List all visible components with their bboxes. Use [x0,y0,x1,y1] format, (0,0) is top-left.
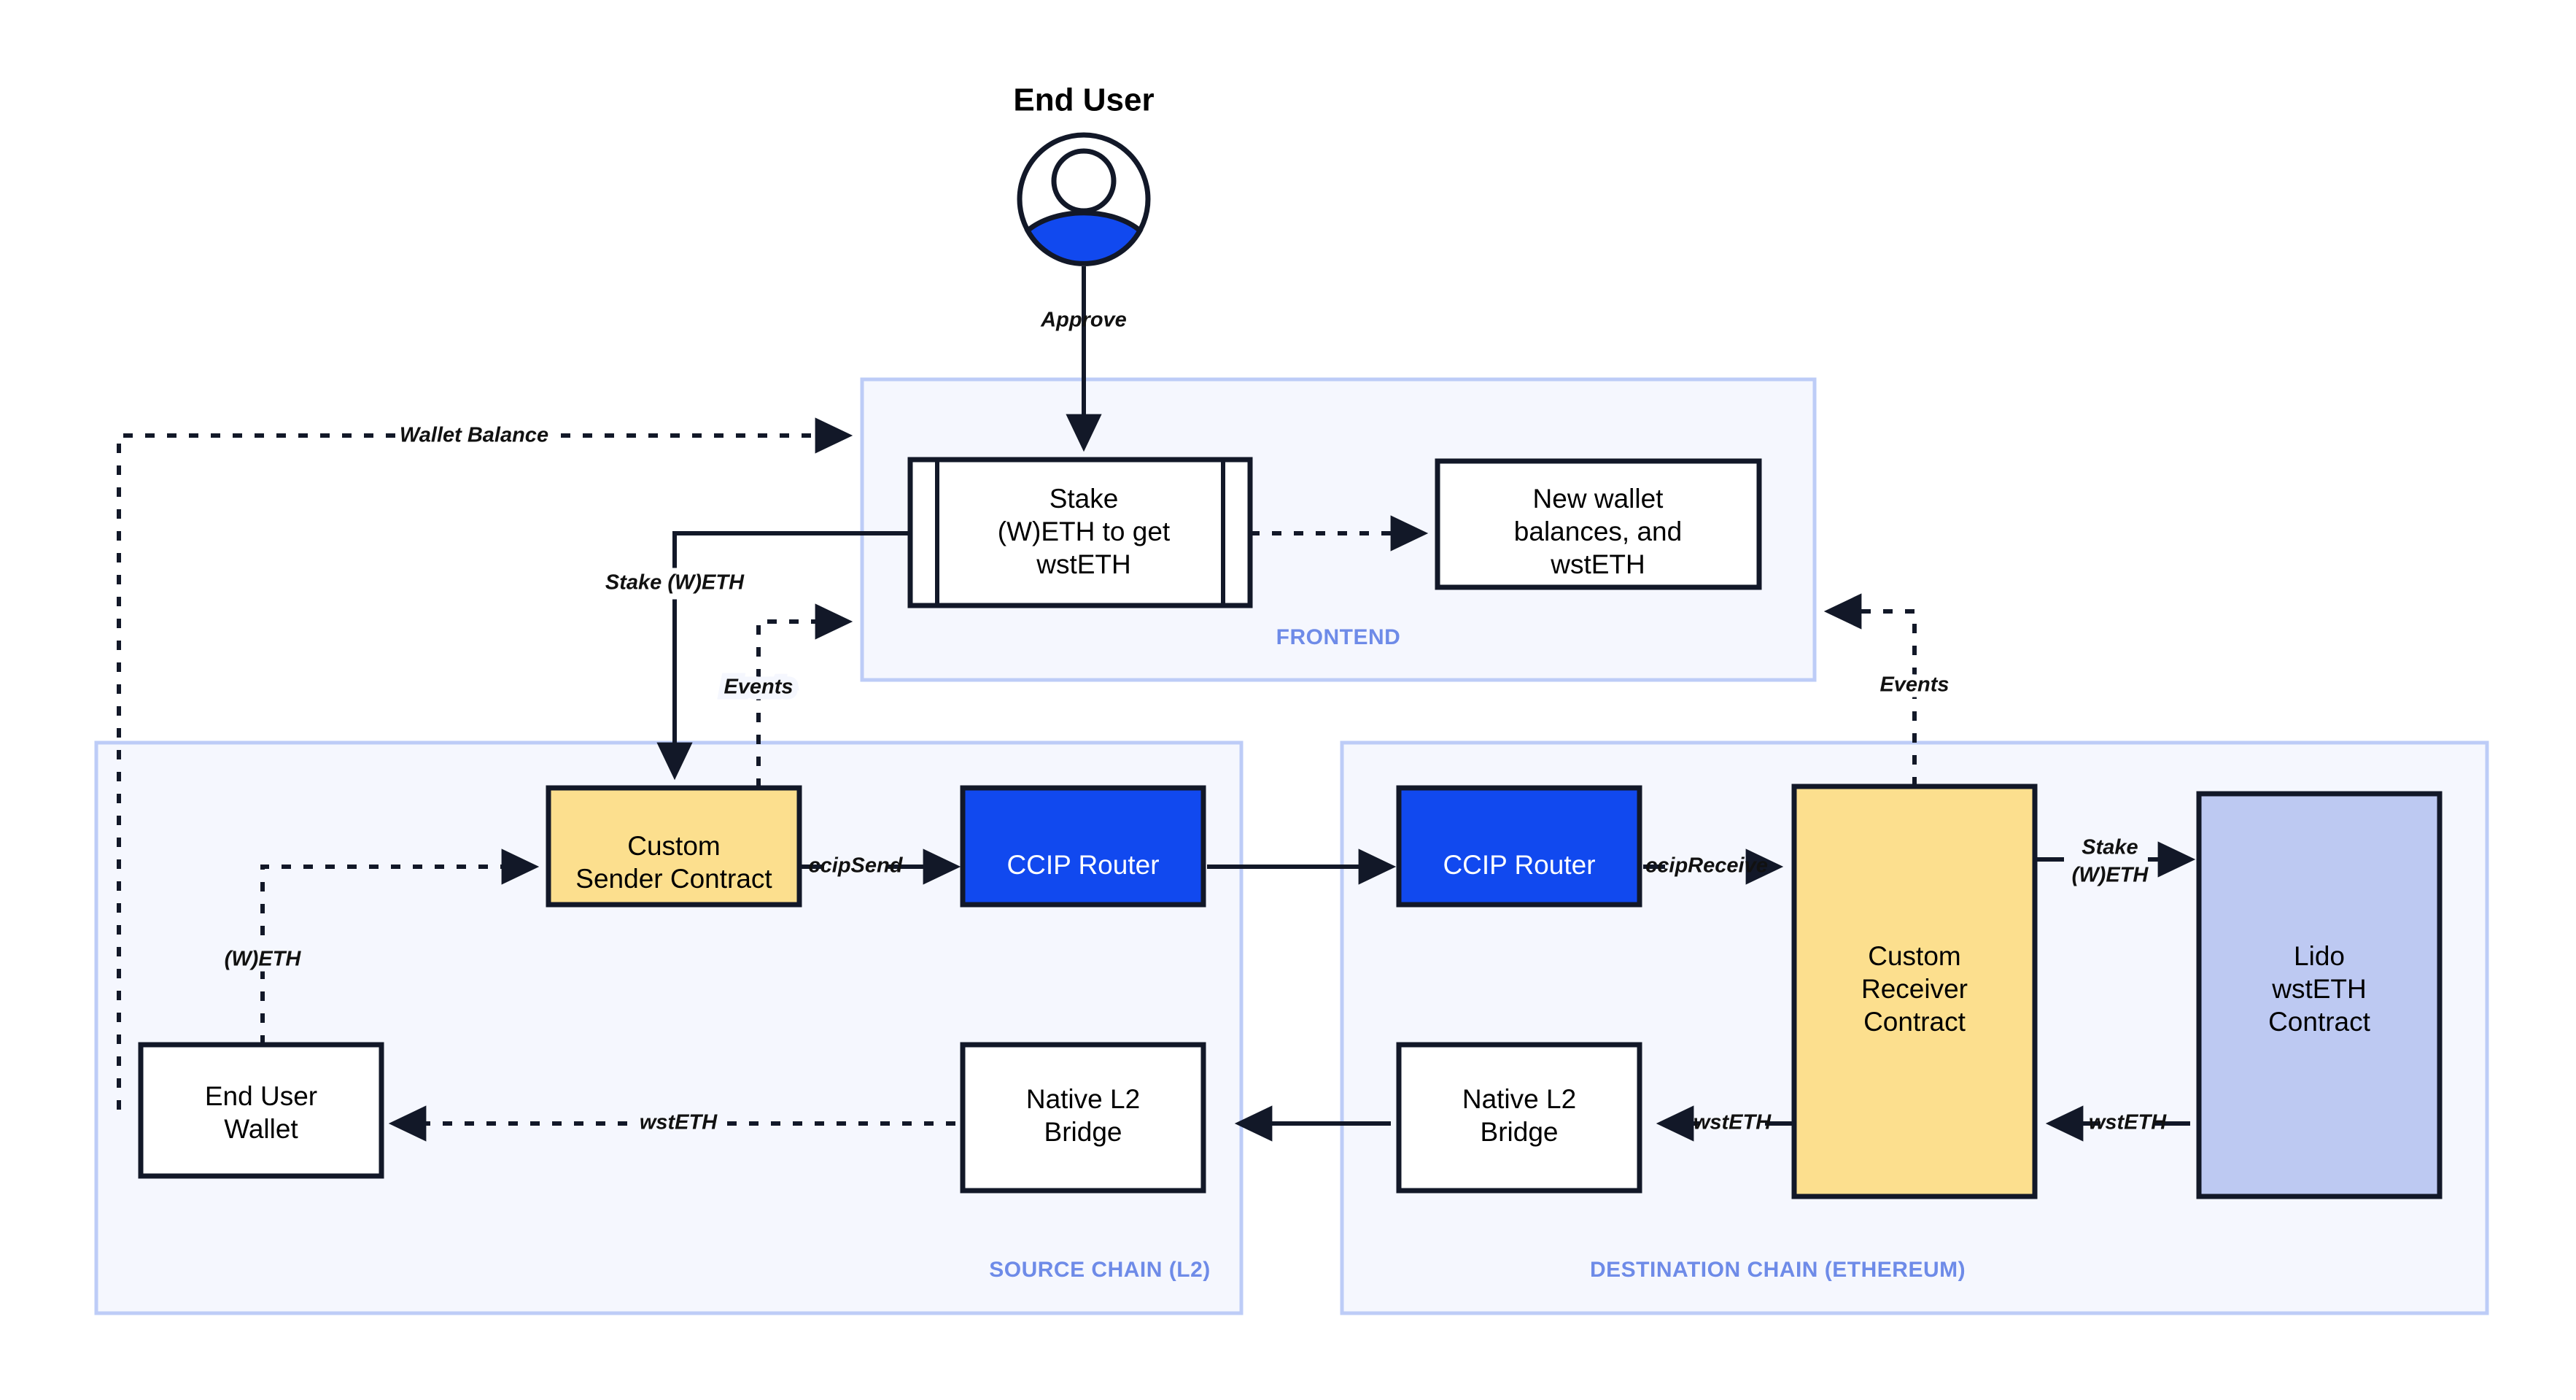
node-lido-wsteth-contract-rect [2196,791,2443,1199]
edge-ccip-receive-label: ccipReceive [1645,854,1768,878]
node-custom-receiver-contract-line-2: Receiver [1861,974,1968,1004]
edge-wsteth-from-lido: wstETH [2045,1105,2190,1142]
edge-wsteth-to-wallet-label: wstETH [640,1111,718,1134]
node-new-wallet-balances-rect [1435,458,1762,590]
node-native-l2-bridge-destination-line-1: Native L2 [1462,1084,1576,1114]
edge-wallet-balance-path [117,417,853,1110]
edge-ccip-send-label: ccipSend [809,854,904,878]
edge-ccip-receive: ccipReceive [1643,848,1784,885]
node-lido-wsteth-contract[interactable]: Lido wstETH Contract [2196,791,2443,1199]
zone-destination-chain-label: DESTINATION CHAIN (ETHEREUM) [1590,1258,1966,1282]
node-lido-wsteth-contract-line-3: Contract [2268,1007,2371,1037]
edge-approve: Approve [1040,266,1127,452]
edge-events-destination-path [1823,593,1917,786]
edge-stake-weth-path [656,531,910,781]
node-new-wallet-balances-line-2: balances, and [1514,517,1682,546]
edge-weth: (W)ETH [219,848,540,1045]
node-native-l2-bridge-source-line-1: Native L2 [1026,1084,1140,1114]
node-custom-receiver-contract[interactable]: Custom Receiver Contract [1791,784,2038,1199]
node-custom-sender-contract[interactable]: Custom Sender Contract [546,785,802,908]
node-end-user-wallet[interactable]: End User Wallet [138,1042,384,1179]
node-custom-receiver-contract-line-1: Custom [1868,941,1960,971]
edge-events-source-label: Events [723,676,793,699]
node-stake-weth-form-line-1: Stake [1050,484,1119,514]
node-native-l2-bridge-source[interactable]: Native L2 Bridge [960,1042,1206,1194]
node-stake-weth-form-line-2: (W)ETH to get [998,517,1171,546]
user-avatar-icon [1017,132,1151,266]
edge-weth-path [260,848,540,1045]
edge-stake-weth-lido: Stake (W)ETH [2035,836,2196,887]
edge-stake-weth-label: Stake (W)ETH [605,571,745,595]
edge-weth-label: (W)ETH [225,948,302,971]
node-end-user-wallet-rect [138,1042,384,1179]
node-lido-wsteth-contract-line-2: wstETH [2271,974,2367,1004]
node-ccip-router-destination-rect [1396,785,1642,908]
node-ccip-router-destination[interactable]: CCIP Router [1396,785,1642,908]
node-ccip-router-source-label: CCIP Router [1006,850,1159,880]
zone-source-chain-label: SOURCE CHAIN (L2) [989,1258,1211,1282]
edge-stake-weth-lido-label-1: Stake [2082,836,2138,859]
end-user-actor[interactable]: End User [1013,82,1155,266]
node-native-l2-bridge-source-line-2: Bridge [1044,1117,1122,1147]
edge-events-source-path [756,603,853,788]
edge-events-destination-label: Events [1879,673,1949,697]
node-ccip-router-source-rect [960,785,1206,908]
node-native-l2-bridge-destination-line-2: Bridge [1481,1117,1559,1147]
node-stake-weth-form-rect [907,457,1253,608]
node-custom-sender-contract-rect [546,785,802,908]
node-custom-receiver-contract-rect [1791,784,2038,1199]
edge-wallet-balance-label: Wallet Balance [400,424,548,447]
node-native-l2-bridge-destination[interactable]: Native L2 Bridge [1396,1042,1642,1194]
node-ccip-router-source[interactable]: CCIP Router [960,785,1206,908]
node-custom-receiver-contract-line-3: Contract [1863,1007,1966,1037]
node-new-wallet-balances-line-1: New wallet [1533,484,1664,514]
node-custom-sender-contract-line-1: Custom [627,831,720,861]
node-ccip-router-destination-label: CCIP Router [1443,850,1595,880]
node-end-user-wallet-line-1: End User [205,1081,317,1111]
node-new-wallet-balances-line-3: wstETH [1550,549,1645,579]
edge-approve-label: Approve [1040,309,1127,332]
edge-ccip-send: ccipSend [799,848,961,885]
edge-wsteth-to-bridge-label: wstETH [1694,1111,1772,1134]
zone-frontend-label: FRONTEND [1276,625,1401,649]
node-end-user-wallet-line-2: Wallet [224,1114,298,1144]
node-new-wallet-balances[interactable]: New wallet balances, and wstETH [1435,458,1762,590]
node-custom-sender-contract-line-2: Sender Contract [575,864,772,894]
edge-stake-weth-lido-label-2: (W)ETH [2072,864,2149,887]
node-stake-weth-form[interactable]: Stake (W)ETH to get wstETH [907,457,1253,608]
node-native-l2-bridge-destination-rect [1396,1042,1642,1194]
node-native-l2-bridge-source-rect [960,1042,1206,1194]
edge-wsteth-to-bridge: wstETH [1656,1105,1794,1142]
node-lido-wsteth-contract-line-1: Lido [2294,941,2345,971]
page-title: End User [1013,82,1154,118]
edge-wsteth-from-lido-label: wstETH [2089,1111,2167,1134]
node-stake-weth-form-line-3: wstETH [1036,549,1131,579]
